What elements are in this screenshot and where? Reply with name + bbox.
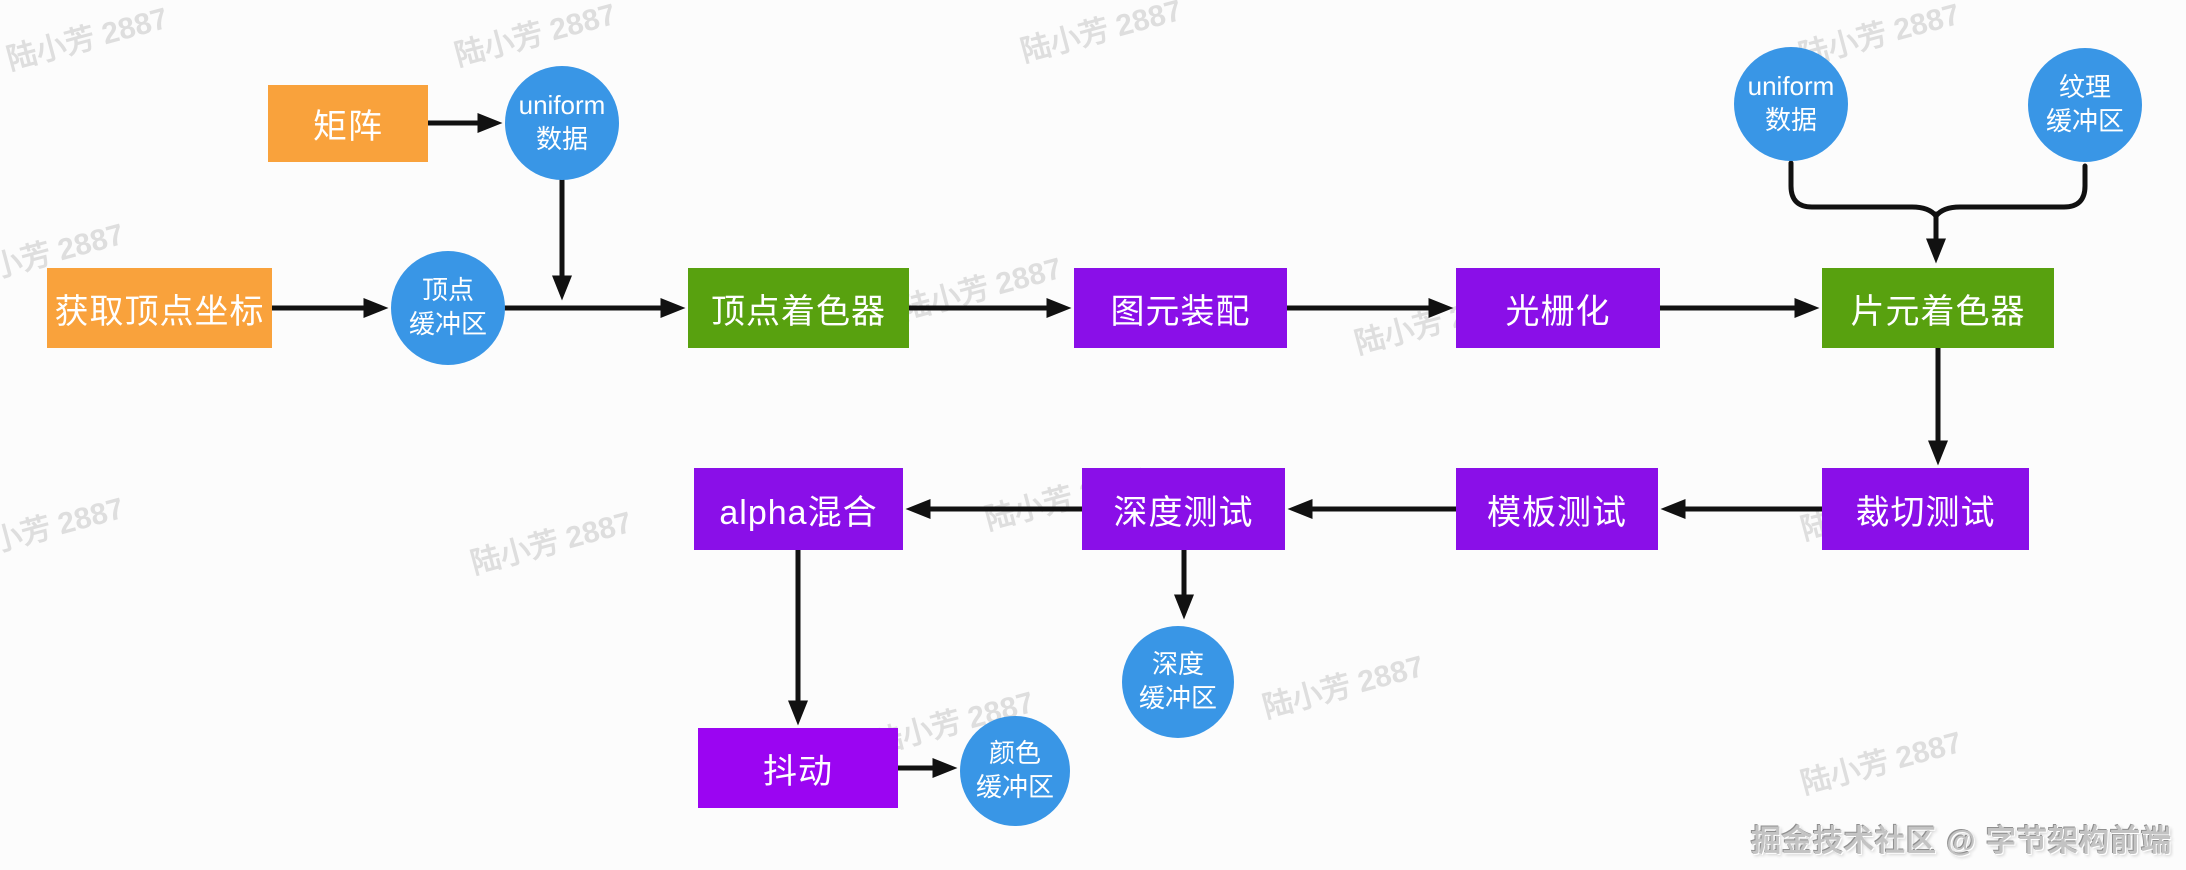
node-texture-buffer: 纹理 缓冲区 bbox=[2028, 48, 2142, 162]
node-color-buffer: 颜色 缓冲区 bbox=[960, 716, 1070, 826]
node-uniform-data-top-left: uniform 数据 bbox=[505, 66, 619, 180]
circle-label-line1: 顶点 bbox=[421, 275, 474, 306]
node-stencil-test: 模板测试 bbox=[1456, 468, 1658, 550]
node-scissor-test: 裁切测试 bbox=[1822, 468, 2029, 550]
node-get-vertex-coords: 获取顶点坐标 bbox=[47, 268, 272, 348]
node-dither: 抖动 bbox=[698, 728, 898, 808]
circle-label-line1: uniform bbox=[518, 90, 606, 121]
circle-label-line1: 纹理 bbox=[2058, 72, 2111, 103]
circle-label-line2: 缓冲区 bbox=[975, 772, 1054, 802]
circle-label-line2: 缓冲区 bbox=[1138, 683, 1217, 713]
node-fragment-shader: 片元着色器 bbox=[1822, 268, 2054, 348]
circle-label-line1: 颜色 bbox=[988, 738, 1041, 769]
node-uniform-data-top-right: uniform 数据 bbox=[1734, 47, 1848, 161]
circle-label-line2: 数据 bbox=[535, 124, 588, 154]
circle-label-line2: 缓冲区 bbox=[2045, 106, 2124, 136]
node-primitive-assembly: 图元装配 bbox=[1074, 268, 1287, 348]
node-matrix: 矩阵 bbox=[268, 85, 428, 162]
brace-uniform-texture-merge bbox=[1788, 160, 2088, 221]
node-depth-test: 深度测试 bbox=[1082, 468, 1285, 550]
circle-label-line1: 深度 bbox=[1151, 649, 1204, 680]
node-rasterization: 光栅化 bbox=[1456, 268, 1660, 348]
node-alpha-blend: alpha混合 bbox=[694, 468, 903, 550]
node-vertex-shader: 顶点着色器 bbox=[688, 268, 909, 348]
node-vertex-buffer: 顶点 缓冲区 bbox=[391, 251, 505, 365]
node-depth-buffer: 深度 缓冲区 bbox=[1122, 626, 1234, 738]
credit-text: 掘金技术社区 @ 字节架构前端 bbox=[1751, 825, 2172, 858]
circle-label-line1: uniform bbox=[1747, 71, 1835, 102]
circle-label-line2: 数据 bbox=[1764, 105, 1817, 135]
circle-label-line2: 缓冲区 bbox=[408, 309, 487, 339]
